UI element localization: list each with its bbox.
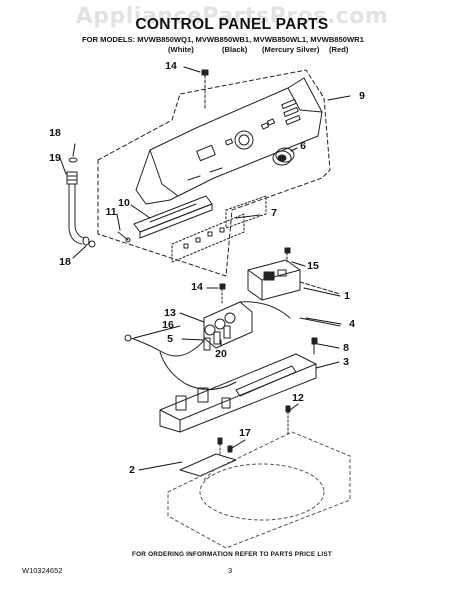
color-black-label: (Black) [222, 45, 248, 54]
callout-3-console-base: 3 [343, 356, 349, 368]
user-interface-board [133, 195, 213, 239]
console-assembly-outline [97, 69, 331, 277]
callout-13: 13 [164, 307, 176, 319]
callout-6-knob: 6 [300, 140, 306, 152]
callout-7-control-board: 7 [271, 207, 277, 219]
color-mercury-silver-label: (Mercury Silver) [262, 45, 320, 54]
callout-16-harness: 16 [162, 319, 174, 331]
callout-1-switch: 1 [344, 290, 350, 302]
color-red-label: (Red) [329, 45, 349, 54]
callout-10-ui-board: 10 [118, 197, 130, 209]
watermark: AppliancePartsPros.com [75, 4, 389, 29]
callout-2-bracket: 2 [129, 464, 135, 476]
document-number: W10324652 [22, 566, 63, 575]
cabinet-top [167, 431, 351, 549]
callout-8-screw: 8 [343, 342, 349, 354]
switch-module [247, 259, 341, 301]
leader-lines [59, 66, 351, 471]
callout-19-hose: 19 [49, 152, 61, 164]
knob [272, 147, 295, 166]
callout-14-screw: 14 [165, 60, 177, 72]
callout-15-screw: 15 [307, 260, 319, 272]
wire-harness [124, 334, 237, 390]
screw-top [201, 69, 209, 111]
console-base [159, 353, 317, 433]
callout-4-wire: 4 [349, 318, 355, 330]
page-number: 3 [228, 566, 233, 575]
control-board-components [183, 227, 225, 249]
mounting-bracket [179, 453, 237, 477]
callout-5-valve: 5 [167, 333, 173, 345]
water-valve [203, 301, 291, 351]
control-board [171, 195, 267, 263]
callout-17-screws: 17 [239, 427, 251, 439]
page-title: CONTROL PANEL PARTS [135, 16, 329, 33]
console-backsplash [135, 77, 323, 205]
callout-11-screw: 11 [105, 206, 117, 218]
callout-18-washer-lower: 18 [59, 256, 71, 268]
callout-14-screw-mid: 14 [191, 281, 203, 293]
callout-20: 20 [215, 348, 227, 360]
callout-18-washer: 18 [49, 127, 61, 139]
fill-hose [66, 157, 96, 248]
callout-12-screw: 12 [292, 392, 304, 404]
callout-9-console: 9 [359, 90, 365, 102]
ordering-note: FOR ORDERING INFORMATION REFER TO PARTS … [132, 551, 332, 558]
models-line: FOR MODELS: MVWB850WQ1, MVWB850WB1, MVWB… [82, 35, 364, 44]
color-white-label: (White) [168, 45, 194, 54]
